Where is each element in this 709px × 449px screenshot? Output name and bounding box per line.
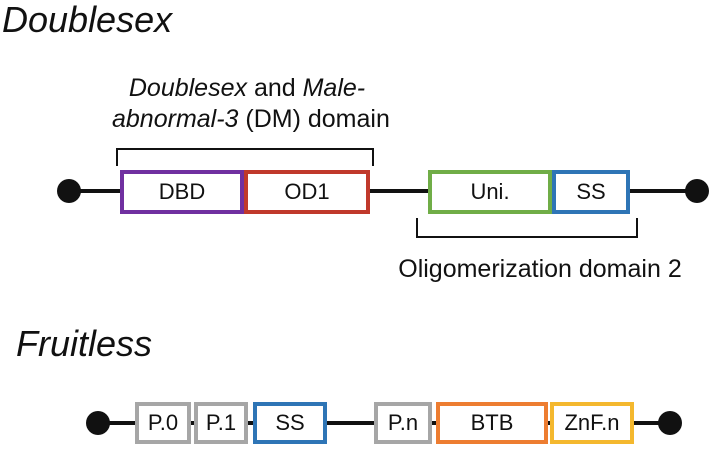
od2-bracket: [416, 218, 638, 238]
od2-label: Oligomerization domain 2: [398, 255, 682, 283]
p0-domain: P.0: [135, 402, 191, 444]
doublesex-ss-domain-label: SS: [576, 179, 606, 204]
p0-domain-label: P.0: [147, 410, 179, 435]
btb-domain-label: BTB: [470, 410, 514, 435]
fruitless-title: Fruitless: [16, 323, 153, 364]
dbd-domain-label: DBD: [158, 179, 206, 204]
znf-domain: ZnF.n: [550, 402, 634, 444]
uni-domain: Uni.: [428, 170, 552, 214]
doublesex-title: Doublesex: [2, 0, 173, 40]
doublesex-backbone: [70, 189, 696, 193]
fruitless-ss-domain: SS: [253, 402, 327, 444]
fruitless-n-terminus: [86, 411, 110, 435]
btb-domain: BTB: [436, 402, 548, 444]
doublesex-c-terminus: [685, 179, 709, 203]
dm-domain-bracket: [116, 148, 374, 166]
pn-domain: P.n: [374, 402, 432, 444]
doublesex-ss-domain: SS: [552, 170, 630, 214]
p1-domain-label: P.1: [205, 410, 237, 435]
od1-domain-label: OD1: [284, 179, 330, 204]
fruitless-c-terminus: [658, 411, 682, 435]
uni-domain-label: Uni.: [470, 179, 510, 204]
dm-domain-label: Doublesex and Male- abnormal-3 (DM) doma…: [112, 74, 390, 134]
znf-domain-label: ZnF.n: [564, 410, 620, 435]
pn-domain-label: P.n: [387, 410, 419, 435]
fruitless-ss-domain-label: SS: [275, 410, 305, 435]
p1-domain: P.1: [194, 402, 248, 444]
od1-domain: OD1: [244, 170, 370, 214]
doublesex-n-terminus: [57, 179, 81, 203]
dbd-domain: DBD: [120, 170, 244, 214]
